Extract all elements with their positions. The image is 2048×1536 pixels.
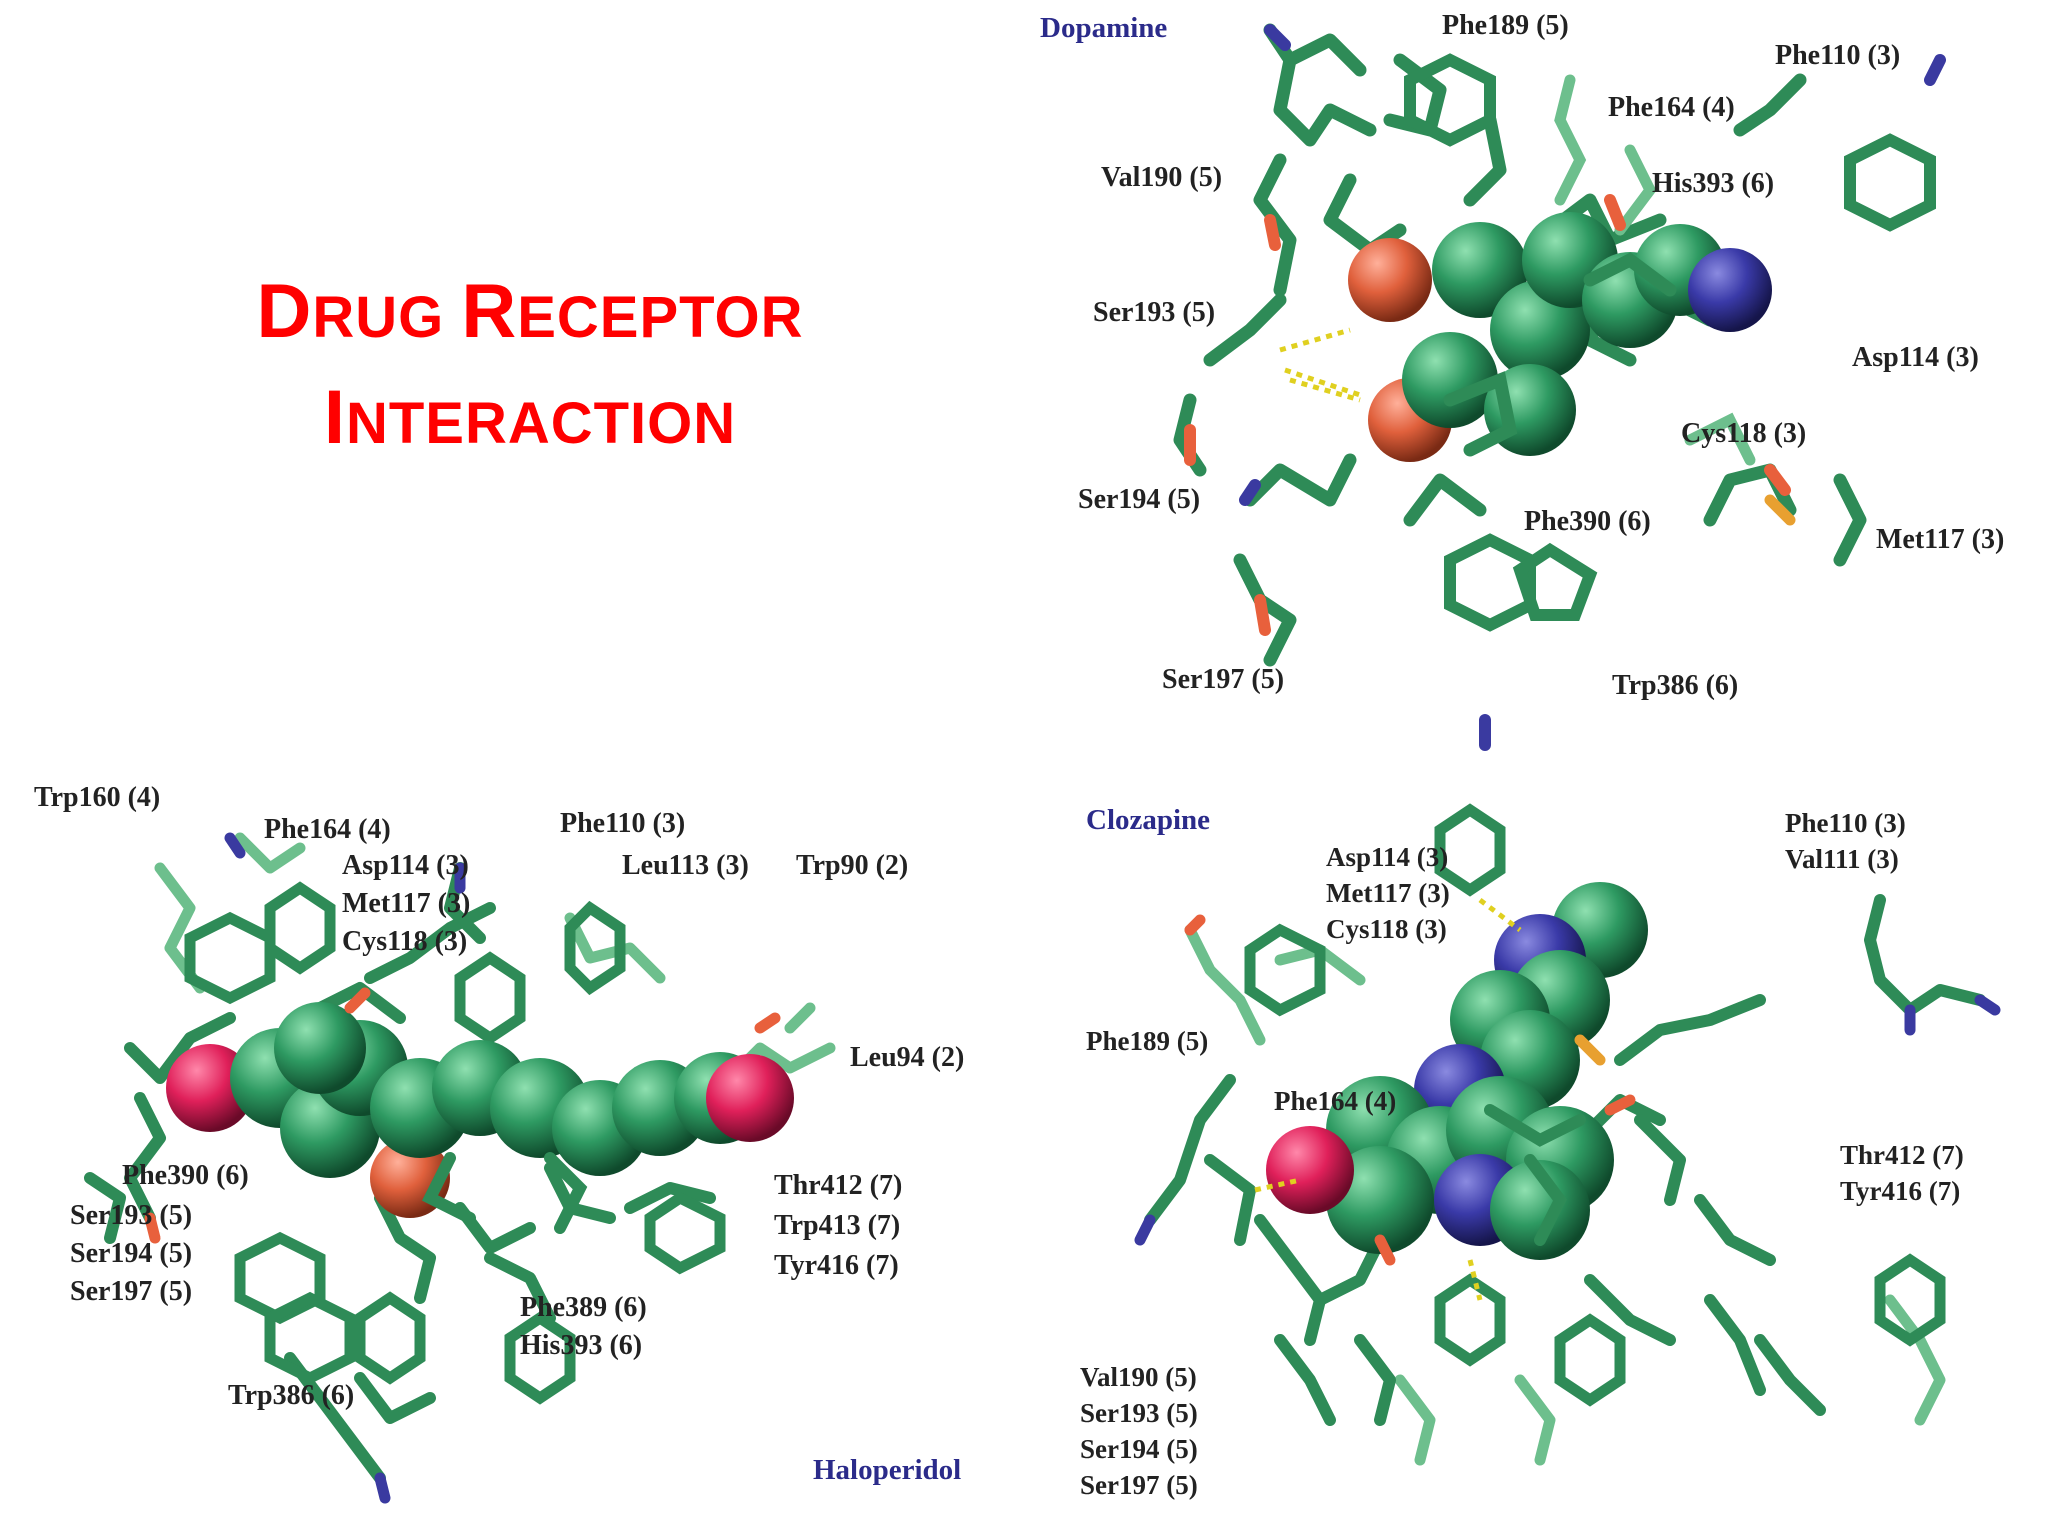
residue-label: Met117 (3) <box>342 888 471 919</box>
nitrogen-tips <box>1134 994 2001 1246</box>
residue-label: Trp386 (6) <box>1612 670 1739 701</box>
ligand-name: Dopamine <box>1040 12 1168 44</box>
residue-label: Ser194 (5) <box>70 1238 193 1269</box>
residue-label: Phe164 (4) <box>264 814 391 845</box>
residue-label: Ser193 (5) <box>1080 1398 1198 1428</box>
residue-label: Ser197 (5) <box>1162 664 1285 695</box>
residue-label: Tyr416 (7) <box>774 1250 899 1281</box>
haloperidol-panel: Trp160 (4) Phe164 (4) Phe110 (3) Asp114 … <box>30 778 1020 1530</box>
residue-label: Val190 (5) <box>1101 162 1223 193</box>
clozapine-structure <box>1134 803 2001 1466</box>
residue-label: Thr412 (7) <box>1840 1140 1964 1170</box>
sulfur-tips <box>1574 1034 1606 1066</box>
residue-label: His393 (6) <box>520 1330 643 1361</box>
residue-sticks-light <box>1184 924 1946 1466</box>
residue-label: Trp413 (7) <box>774 1210 901 1241</box>
sulfur-tips <box>1764 494 1796 526</box>
residue-label: Cys118 (3) <box>1681 418 1807 449</box>
oxygen-tips <box>1184 914 1636 1266</box>
title-rest: ECEPTOR <box>517 285 804 350</box>
residue-label: Phe189 (5) <box>1086 1026 1209 1056</box>
residue-label: Leu113 (3) <box>622 850 749 881</box>
residue-rings <box>184 881 726 1405</box>
hydrogen-bonds <box>1254 898 1522 1301</box>
residue-label: Ser197 (5) <box>70 1276 193 1307</box>
residue-label: Ser197 (5) <box>1080 1470 1198 1500</box>
hydroxyl-atom <box>1266 1126 1354 1214</box>
residue-label: Phe389 (6) <box>520 1292 647 1323</box>
haloperidol-structure <box>84 832 836 1504</box>
nitrogen-tips <box>224 832 466 1504</box>
residue-label: Asp114 (3) <box>1326 842 1449 872</box>
front-sticks <box>1484 1104 1586 1246</box>
residue-rings <box>1244 803 1946 1407</box>
residue-label: Cys118 (3) <box>342 926 468 957</box>
hydroxyl-atom <box>706 1054 794 1142</box>
clozapine-panel: Clozapine Phe110 (3) Val111 (3) Asp114 (… <box>1060 800 2048 1536</box>
residue-label: Ser193 (5) <box>1093 297 1216 328</box>
residue-sticks <box>1144 894 1986 1426</box>
nitrogen-atom <box>1688 248 1772 332</box>
title-rest: NTERACTION <box>345 391 737 456</box>
residue-label: Phe189 (5) <box>1442 10 1569 41</box>
ligand-name: Clozapine <box>1086 804 1211 836</box>
residue-label: Ser194 (5) <box>1080 1434 1198 1464</box>
residue-label: Ser193 (5) <box>70 1200 193 1231</box>
slide-title-line-1: DRUG RECEPTOR <box>160 262 900 368</box>
carbon-atom <box>1490 1160 1590 1260</box>
residue-label: Phe110 (3) <box>560 808 686 839</box>
ligand-name: Haloperidol <box>813 1454 962 1486</box>
residue-label: Val111 (3) <box>1785 844 1899 874</box>
residue-label: Phe110 (3) <box>1775 40 1901 71</box>
residue-rings <box>1404 53 1936 632</box>
carbon-atom <box>1402 332 1498 428</box>
residue-label: Phe110 (3) <box>1785 808 1906 838</box>
residue-label: Val190 (5) <box>1080 1362 1197 1392</box>
title-cap: D <box>256 269 313 354</box>
residue-sticks-light <box>1554 74 1756 466</box>
residue-label: Phe164 (4) <box>1274 1086 1397 1116</box>
slide-title: DRUG RECEPTOR INTERACTION <box>160 262 900 474</box>
residue-label: Trp386 (6) <box>228 1380 355 1411</box>
oxygen-tips <box>144 987 781 1244</box>
residue-label: His393 (6) <box>1652 168 1775 199</box>
residue-label: Trp160 (4) <box>34 782 161 813</box>
residue-label: Asp114 (3) <box>342 850 469 881</box>
residue-label: Leu94 (2) <box>850 1042 965 1073</box>
nitrogen-tips <box>1239 24 1946 751</box>
residue-label: Phe164 (4) <box>1608 92 1735 123</box>
haloperidol-ligand <box>166 1002 794 1218</box>
dopamine-structure <box>1173 23 1946 751</box>
residue-label: Phe390 (6) <box>122 1160 249 1191</box>
residue-label: Ser194 (5) <box>1078 484 1201 515</box>
residue-label: Thr412 (7) <box>774 1170 903 1201</box>
front-sticks <box>1443 252 1677 457</box>
residue-label: Tyr416 (7) <box>1840 1176 1961 1206</box>
slide-title-line-2: INTERACTION <box>160 368 900 474</box>
residue-label: Cys118 (3) <box>1326 914 1447 944</box>
residue-label: Met117 (3) <box>1876 524 2005 555</box>
clozapine-ligand <box>1266 882 1648 1260</box>
front-sticks <box>421 1152 588 1234</box>
residue-label: Met117 (3) <box>1326 878 1450 908</box>
dopamine-panel: Dopamine Phe189 (5) Phe110 (3) Phe164 (4… <box>1030 0 2048 768</box>
title-cap: I <box>323 375 346 460</box>
carbon-atom <box>1432 222 1528 318</box>
oxygen-atom <box>1348 238 1432 322</box>
residue-label: Asp114 (3) <box>1852 342 1979 373</box>
residue-label: Trp90 (2) <box>796 850 909 881</box>
residue-label: Phe390 (6) <box>1524 506 1651 537</box>
carbon-atom <box>274 1002 366 1094</box>
oxygen-tips <box>1184 194 1791 636</box>
hydrogen-bonds <box>1279 327 1361 403</box>
title-cap: R <box>461 269 518 354</box>
title-rest: RUG <box>312 285 462 350</box>
